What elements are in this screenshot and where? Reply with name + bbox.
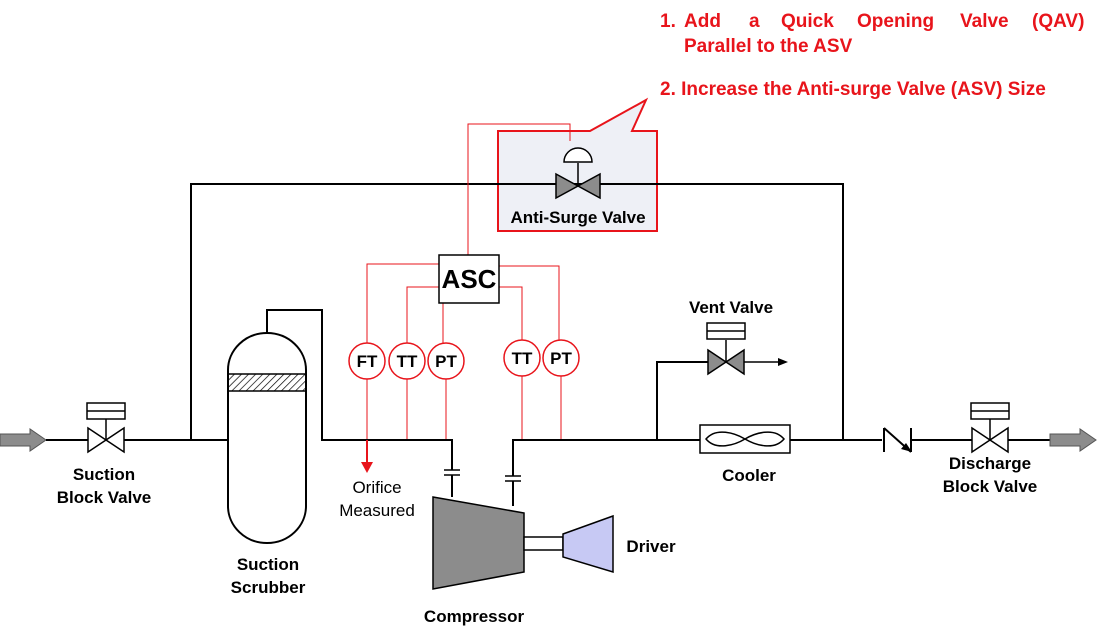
- anti-surge-valve-label: Anti-Surge Valve: [510, 208, 645, 227]
- orifice-arrow: [361, 440, 373, 473]
- discharge-block-valve-label-2: Block Valve: [943, 477, 1038, 496]
- drive-shaft: [523, 536, 564, 551]
- orifice-label-2: Measured: [339, 501, 415, 520]
- note-1-line-2: Parallel to the ASV: [684, 36, 853, 57]
- note-1-word-4: Opening: [857, 11, 934, 32]
- note-1-number: 1.: [660, 11, 676, 32]
- instrument-ft-suction[interactable]: FT: [348, 342, 386, 380]
- suction-scrubber-label-1: Suction: [237, 555, 299, 574]
- signal-lines: [366, 123, 571, 440]
- discharge-line: [512, 439, 700, 476]
- vent-valve-label: Vent Valve: [689, 298, 773, 317]
- cooler[interactable]: [699, 424, 791, 454]
- outlet-arrow: [1049, 428, 1097, 452]
- cooler-label: Cooler: [722, 466, 776, 485]
- suction-block-valve[interactable]: [86, 402, 126, 454]
- pt-discharge-label: PT: [550, 349, 572, 368]
- instrument-pt-suction[interactable]: PT: [427, 342, 465, 380]
- mist-eliminator: [227, 373, 307, 392]
- recycle-line: [190, 183, 844, 440]
- anti-surge-valve[interactable]: [555, 147, 601, 200]
- note-1-word-1: Add: [684, 11, 721, 32]
- compressor-nozzles: [444, 469, 521, 506]
- instrument-pt-discharge[interactable]: PT: [542, 339, 580, 377]
- ft-label: FT: [357, 352, 378, 371]
- asc-label: ASC: [442, 264, 497, 294]
- asc-controller[interactable]: ASC: [438, 254, 500, 304]
- vent-outlet-arrow: [744, 358, 788, 366]
- suction-scrubber[interactable]: [227, 332, 307, 544]
- tt-suction-label: TT: [397, 352, 418, 371]
- note-2: 2. Increase the Anti-surge Valve (ASV) S…: [660, 79, 1046, 100]
- note-1-word-5: Valve: [960, 11, 1009, 32]
- inlet-arrow: [0, 428, 47, 452]
- compressor-label: Compressor: [424, 607, 525, 626]
- suction-block-valve-label-2: Block Valve: [57, 488, 152, 507]
- compressor[interactable]: [432, 496, 525, 590]
- suction-scrubber-label-2: Scrubber: [231, 578, 306, 597]
- orifice-label-1: Orifice: [352, 478, 401, 497]
- tt-discharge-label: TT: [512, 349, 533, 368]
- discharge-block-valve[interactable]: [970, 402, 1010, 454]
- pt-suction-label: PT: [435, 352, 457, 371]
- driver[interactable]: [562, 514, 614, 574]
- instrument-tt-discharge[interactable]: TT: [503, 339, 541, 377]
- check-valve: [882, 427, 912, 453]
- note-1-word-2: a: [749, 11, 760, 32]
- instrument-tt-suction[interactable]: TT: [388, 342, 426, 380]
- scrubber-outlet-line: [266, 309, 453, 470]
- vent-valve[interactable]: [706, 322, 746, 376]
- suction-block-valve-label-1: Suction: [73, 465, 135, 484]
- recommendation-notes: 1. Add a Quick Opening Valve (QAV) Paral…: [660, 11, 1084, 100]
- note-1-word-6: (QAV): [1032, 11, 1084, 32]
- note-1-word-3: Quick: [781, 11, 834, 32]
- discharge-block-valve-label-1: Discharge: [949, 454, 1031, 473]
- driver-label: Driver: [626, 537, 676, 556]
- vent-branch-line: [656, 361, 708, 440]
